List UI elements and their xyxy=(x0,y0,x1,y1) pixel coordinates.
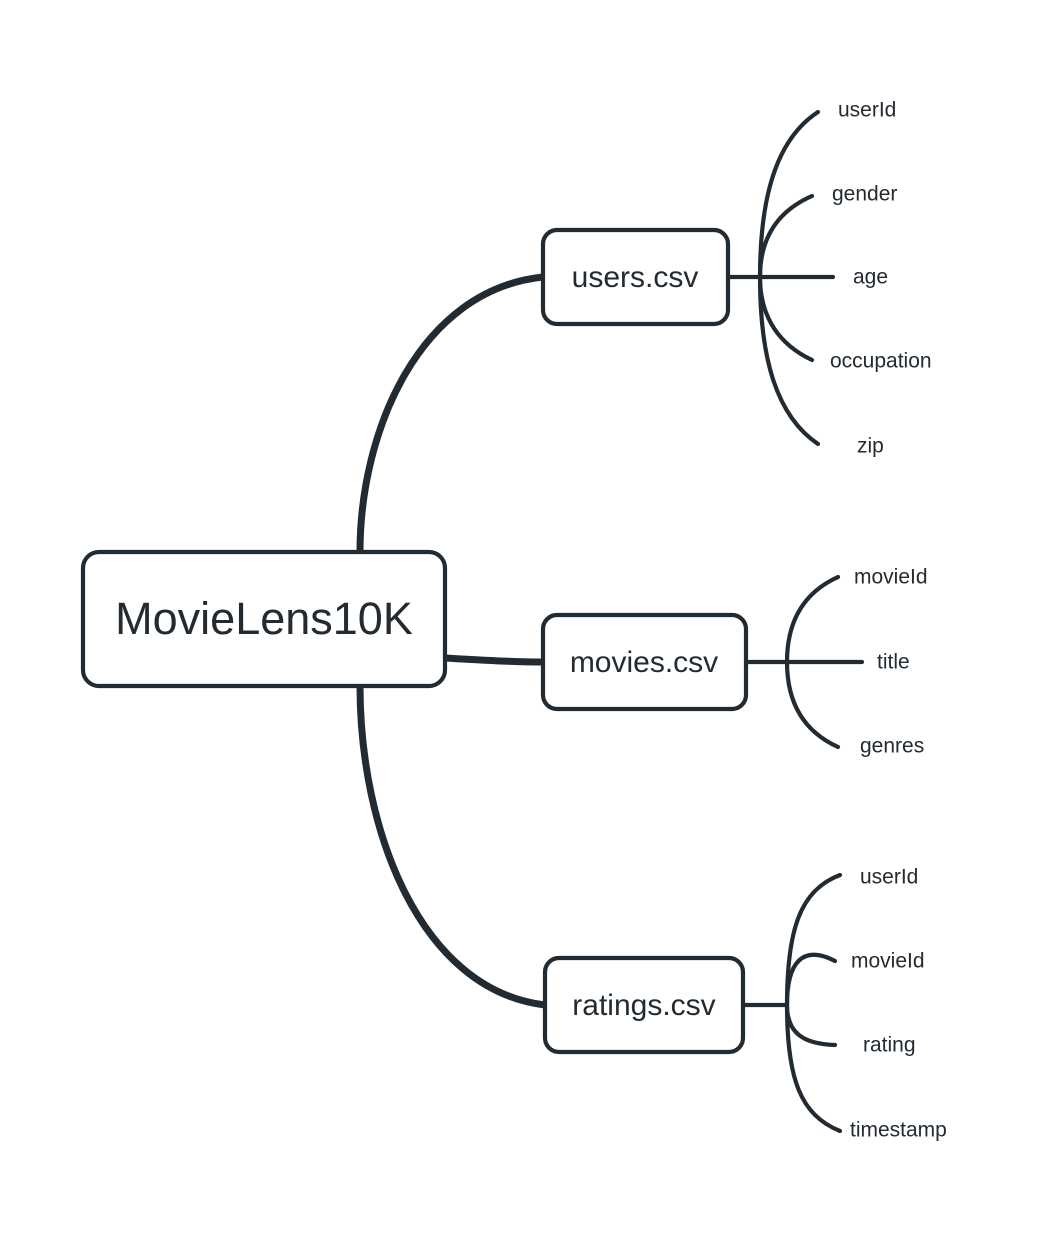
leaf-label-ratings-movieId: movieId xyxy=(851,950,925,973)
node-root-label: MovieLens10K xyxy=(115,593,413,644)
leaf-label-ratings-userId: userId xyxy=(860,866,918,889)
edge-ratings-timestamp xyxy=(784,1002,843,1134)
edge-root-to-users xyxy=(356,273,547,556)
edge-ratings-movieId xyxy=(784,952,838,1008)
node-branch-users[interactable]: users.csv xyxy=(540,227,731,327)
node-branch-movies[interactable]: movies.csv xyxy=(540,612,749,712)
node-branch-ratings-label: ratings.csv xyxy=(572,989,715,1022)
edge-users-zip xyxy=(757,274,821,447)
edge-users-occupation xyxy=(757,274,815,363)
edge-movies-genres xyxy=(784,659,841,750)
leaf-label-users-gender: gender xyxy=(832,183,897,206)
edge-ratings-rating xyxy=(784,1002,838,1048)
leaf-label-users-zip: zip xyxy=(857,435,884,458)
node-branch-users-label: users.csv xyxy=(572,261,699,294)
node-root-box[interactable] xyxy=(80,549,448,689)
node-branch-movies-box[interactable] xyxy=(540,612,749,712)
leaf-label-users-age: age xyxy=(853,266,888,289)
edge-movies-movieId xyxy=(743,574,841,665)
node-branch-users-box[interactable] xyxy=(540,227,731,327)
edge-ratings-userId xyxy=(740,872,843,1008)
node-branch-movies-label: movies.csv xyxy=(570,646,718,679)
edge-users-gender xyxy=(757,193,815,280)
edge-users-userId xyxy=(725,109,821,280)
leaf-label-movies-movieId: movieId xyxy=(854,566,928,589)
leaf-label-movies-title: title xyxy=(877,651,910,674)
edge-root-to-movies xyxy=(441,654,547,666)
leaf-label-ratings-timestamp: timestamp xyxy=(850,1119,947,1142)
leaf-label-users-occupation: occupation xyxy=(830,350,932,373)
edge-root-to-ratings xyxy=(356,682,549,1009)
leaf-label-ratings-rating: rating xyxy=(863,1034,916,1057)
leaf-label-movies-genres: genres xyxy=(860,735,924,758)
node-root[interactable]: MovieLens10K xyxy=(80,549,448,689)
leaf-label-users-userId: userId xyxy=(838,99,896,122)
node-branch-ratings-box[interactable] xyxy=(542,955,746,1055)
node-branch-ratings[interactable]: ratings.csv xyxy=(542,955,746,1055)
